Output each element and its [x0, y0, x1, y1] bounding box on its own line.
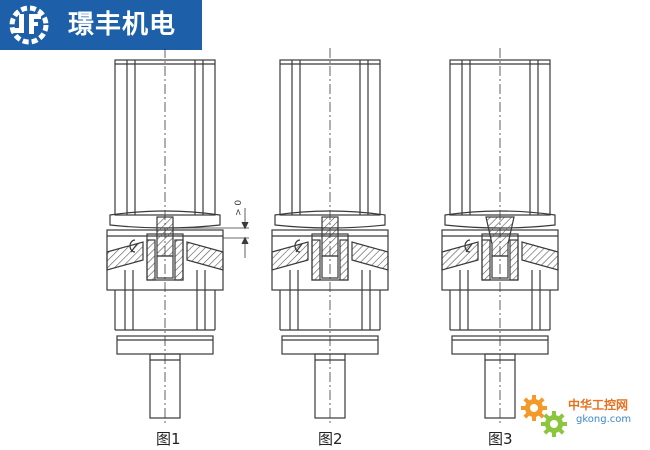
figure-caption-2: 图2 [318, 430, 343, 448]
figure-drawing-3 [441, 48, 559, 425]
jf-gear-logo-icon [9, 5, 49, 45]
figure-drawing-1: > 0 [106, 48, 249, 425]
figure-drawing-2 [271, 48, 389, 425]
figure-caption-1: 图1 [156, 430, 181, 448]
gap-label: > 0 [234, 200, 244, 216]
watermark-url: gkong.com [576, 414, 632, 425]
figure-caption-3: 图3 [488, 430, 513, 448]
brand-name: 璟丰机电 [68, 10, 177, 40]
watermark-text: 中华工控网 [568, 398, 629, 412]
gear-pair-icon [521, 395, 567, 437]
logo-banner: 璟丰机电 [0, 0, 202, 50]
